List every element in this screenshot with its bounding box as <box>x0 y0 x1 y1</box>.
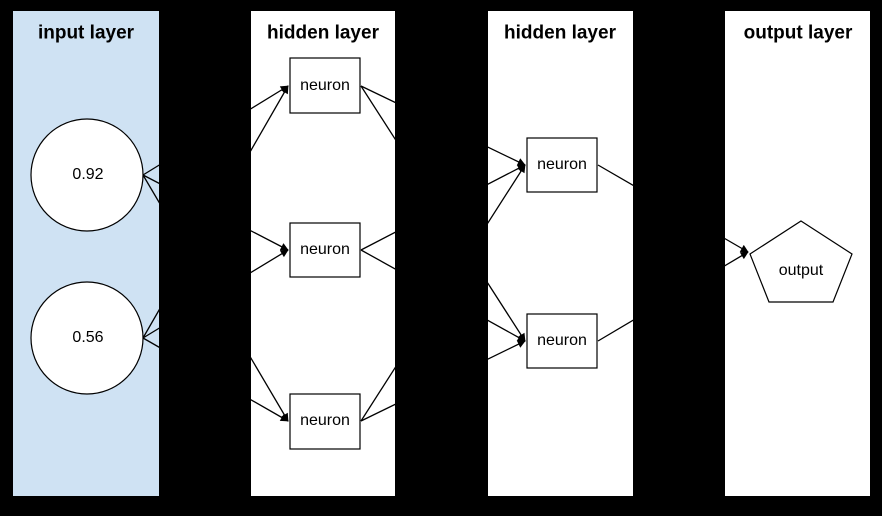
arrow-input2-to-h1n2 <box>142 249 289 339</box>
output-node-pentagon <box>749 220 853 303</box>
input-node-2-circle <box>30 281 144 395</box>
hidden1-neuron-3-label: neuron <box>300 412 350 429</box>
hidden2-neuron-2-box <box>526 313 598 369</box>
arrow-input2-to-h1n1 <box>142 85 289 339</box>
hidden-layer-2-panel <box>488 11 633 496</box>
input-node-1-label: 0.92 <box>72 166 104 183</box>
arrow-h2n2-to-output <box>597 251 749 342</box>
arrow-input1-to-h1n3 <box>142 174 289 422</box>
hidden2-neuron-1-box <box>526 137 598 193</box>
input-node-2-label: 0.56 <box>72 329 104 346</box>
arrow-h1n2-to-h2n2 <box>360 249 526 342</box>
hidden-layer-2-title: hidden layer <box>504 22 616 44</box>
output-node-label: output <box>778 262 824 279</box>
input-layer-panel <box>13 11 159 496</box>
hidden-layer-1-title: hidden layer <box>267 22 379 44</box>
hidden1-neuron-3-box <box>289 393 361 450</box>
arrow-h1n2-to-h2n1 <box>360 164 526 251</box>
diagram-nodes <box>30 57 853 450</box>
arrow-input2-to-h1n3 <box>142 337 289 422</box>
arrow-input1-to-h1n1 <box>142 85 289 176</box>
hidden2-neuron-1-label: neuron <box>537 156 587 173</box>
hidden1-neuron-2-label: neuron <box>300 241 350 258</box>
hidden1-neuron-1-label: neuron <box>300 77 350 94</box>
arrow-h1n1-to-h2n1 <box>360 85 526 166</box>
hidden1-neuron-2-box <box>289 222 361 278</box>
hidden1-neuron-1-box <box>289 57 361 114</box>
connection-arrows <box>142 85 749 422</box>
arrow-h1n3-to-h2n1 <box>360 164 526 422</box>
input-node-1-circle <box>30 118 144 232</box>
output-layer-title: output layer <box>743 22 853 44</box>
arrow-h2n1-to-output <box>597 164 749 253</box>
hidden2-neuron-2-label: neuron <box>537 332 587 349</box>
arrow-h1n1-to-h2n2 <box>360 85 526 342</box>
arrow-h1n3-to-h2n2 <box>360 340 526 422</box>
input-layer-title: input layer <box>37 22 135 44</box>
